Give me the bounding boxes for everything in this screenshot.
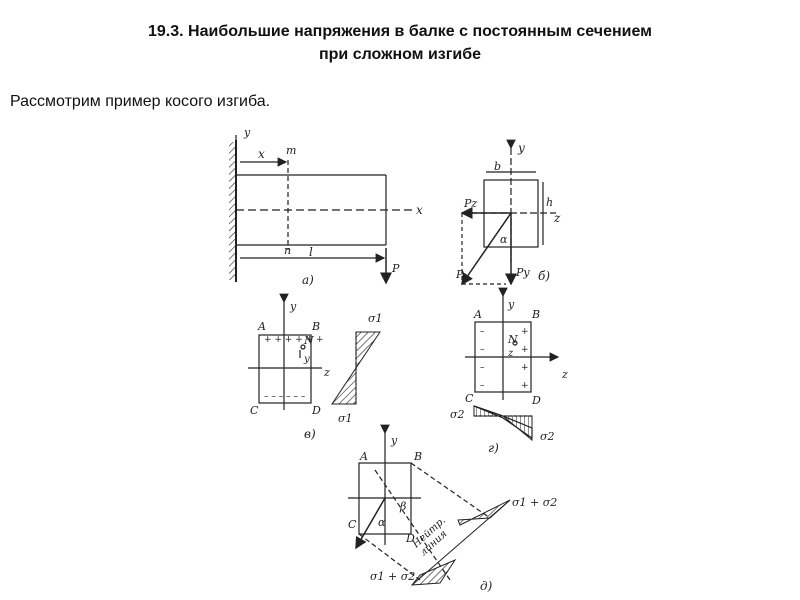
- heading-line-1: 19.3. Наибольшие напряжения в балке с по…: [148, 23, 652, 40]
- figure-v-section: [248, 293, 381, 410]
- fig-a-x-axis: x: [416, 203, 423, 217]
- fig-g-plus-col: +: [521, 327, 529, 337]
- figure-a-cantilever: [229, 135, 412, 285]
- fig-a-y-label: y: [243, 126, 251, 139]
- fig-v-point-A: A: [257, 320, 266, 333]
- fig-g-sigma-left: σ2: [450, 408, 465, 421]
- fig-g-minus-col: –: [480, 327, 485, 337]
- fig-g-sigma-right: σ2: [540, 430, 555, 443]
- fig-d-neutral-line-label: Нейтр. линия: [410, 515, 450, 558]
- fig-g-z-axis: z: [561, 368, 568, 381]
- fig-d-caption: д): [480, 579, 493, 593]
- figure-g-section: [465, 287, 560, 442]
- fig-g-point-A: A: [473, 308, 482, 321]
- fig-v-y-axis: y: [289, 300, 297, 313]
- fig-a-length: l: [309, 245, 313, 259]
- fig-d-angle-beta: β: [399, 500, 406, 513]
- fig-a-x-distance: x: [258, 147, 265, 161]
- fig-v-sigma-bottom: σ1: [338, 412, 353, 425]
- fig-d-point-B: B: [413, 450, 422, 463]
- svg-text:–: –: [480, 363, 485, 373]
- fig-g-point-B: B: [531, 308, 540, 321]
- fig-a-caption: а): [302, 273, 314, 287]
- figure-b-section: [460, 139, 556, 286]
- fig-v-point-B: B: [311, 320, 320, 333]
- fig-v-point-N: N: [303, 334, 314, 347]
- fig-b-force-P: P: [455, 268, 464, 281]
- fig-b-force-Py: Py: [515, 266, 530, 279]
- figure-d-section: [348, 424, 511, 586]
- fig-b-z-axis: z: [553, 211, 561, 225]
- fig-b-force-Pz: Pz: [463, 197, 477, 210]
- fig-b-y-axis: y: [517, 141, 525, 155]
- fig-d-sum-top: σ1 + σ2: [512, 496, 557, 509]
- fig-g-point-C: C: [465, 392, 474, 405]
- wall-hatch: [229, 142, 236, 280]
- fig-g-z-small: z: [507, 348, 514, 359]
- fig-g-point-D: D: [531, 394, 541, 407]
- svg-text:+: +: [521, 381, 529, 391]
- svg-text:–: –: [480, 345, 485, 355]
- fig-v-point-C: C: [250, 404, 259, 417]
- fig-b-caption: б): [538, 269, 550, 283]
- heading-line-2: при сложном изгибе: [318, 46, 482, 63]
- fig-d-angle-alpha: α: [378, 516, 386, 529]
- fig-v-minus-signs: – – – – – –: [264, 392, 306, 402]
- fig-v-plus-signs: + + + + + +: [264, 335, 324, 345]
- fig-d-point-A: A: [359, 450, 368, 463]
- fig-g-caption: г): [488, 441, 499, 455]
- intro-text: Рассмотрим пример косого изгиба.: [10, 93, 271, 110]
- fig-b-angle-alpha: α: [500, 233, 508, 246]
- svg-text:+: +: [521, 363, 529, 373]
- fig-v-sigma-top: σ1: [368, 312, 383, 325]
- svg-text:+: +: [521, 345, 529, 355]
- fig-d-point-C: C: [348, 518, 357, 531]
- svg-text:–: –: [480, 381, 485, 391]
- fig-v-y-small: y: [303, 354, 310, 365]
- fig-a-section-n: n: [284, 244, 291, 257]
- fig-d-y-axis: y: [390, 434, 398, 447]
- fig-v-z-axis: z: [323, 366, 330, 379]
- fig-d-point-D: D: [405, 532, 415, 545]
- fig-g-point-N: N: [507, 333, 518, 346]
- fig-b-height: h: [546, 196, 553, 209]
- fig-d-sum-bottom: σ1 + σ2: [370, 570, 415, 583]
- fig-v-caption: в): [304, 427, 316, 441]
- fig-a-force-P: P: [391, 262, 400, 275]
- fig-b-width: b: [494, 160, 501, 173]
- fig-g-y-axis: y: [507, 298, 515, 311]
- fig-v-point-D: D: [311, 404, 321, 417]
- fig-a-section-m: m: [286, 144, 296, 157]
